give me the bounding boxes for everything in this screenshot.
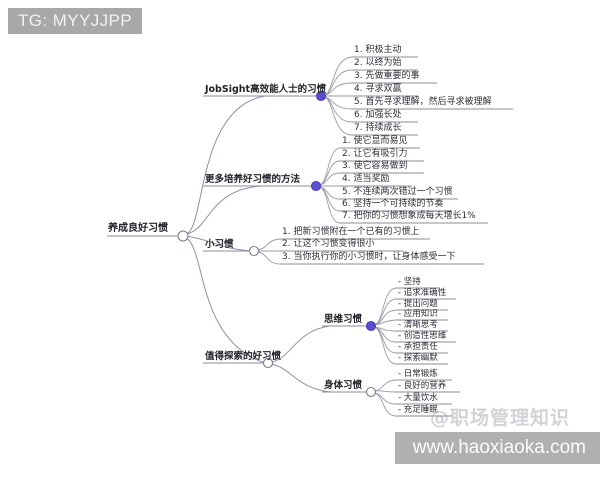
node-dot-thinking-habits[interactable] xyxy=(365,320,377,332)
node-dot-more-methods[interactable] xyxy=(310,180,322,192)
wire-tk-6 xyxy=(373,326,397,343)
wire-tk-5 xyxy=(373,326,397,332)
wire-mm-6 xyxy=(318,186,341,212)
wire-th-3 xyxy=(256,251,281,265)
wire-tk-8 xyxy=(373,326,397,365)
wire-bd-2 xyxy=(373,390,397,393)
leaf-more-methods-4[interactable]: 4. 适当奖励 xyxy=(342,174,390,184)
wire-mm-7 xyxy=(318,186,341,224)
leaf-thinking-7[interactable]: - 承担责任 xyxy=(398,342,438,352)
leaf-more-methods-5[interactable]: 5. 不连续两次错过一个习惯 xyxy=(342,187,453,197)
node-dot-root[interactable] xyxy=(177,230,189,242)
wire-sh-1 xyxy=(323,56,353,96)
wire-sh-6 xyxy=(323,96,353,123)
leaf-seven-habits-4[interactable]: 4. 寻求双赢 xyxy=(354,84,402,94)
leaf-tiny-habits-3[interactable]: 3. 当你执行你的小习惯时，让身体感受一下 xyxy=(282,252,456,262)
leaf-seven-habits-1[interactable]: 1. 积极主动 xyxy=(354,45,402,55)
leaf-seven-habits-6[interactable]: 6. 加强长处 xyxy=(354,110,402,120)
leaf-more-methods-3[interactable]: 3. 使它容易做到 xyxy=(342,161,408,171)
wire-tk-7 xyxy=(373,326,397,354)
leaf-more-methods-6[interactable]: 6. 坚持一个可持续的节奏 xyxy=(342,199,444,209)
wire-mm-5 xyxy=(318,186,341,200)
wire-we-to-body xyxy=(270,363,331,393)
node-dot-body-habits[interactable] xyxy=(365,386,377,398)
wire-root-to-more-methods xyxy=(185,185,262,235)
leaf-body-2[interactable]: - 良好的营养 xyxy=(398,381,447,391)
leaf-thinking-1[interactable]: - 坚持 xyxy=(398,277,421,287)
wire-mm-3 xyxy=(318,172,341,186)
leaf-seven-habits-2[interactable]: 2. 以终为始 xyxy=(354,58,402,68)
wire-tk-2 xyxy=(373,298,397,326)
branch-label-tiny-habits[interactable]: 小习惯 xyxy=(205,239,234,250)
site-url-banner: www.haoxiaoka.com xyxy=(394,432,600,464)
leaf-thinking-2[interactable]: - 追求准确性 xyxy=(398,288,447,298)
telegram-banner: TG: MYYJJPP xyxy=(8,8,142,34)
wire-root-to-seven-habits xyxy=(185,95,266,235)
wire-sh-7 xyxy=(323,96,353,136)
wire-tk-4 xyxy=(373,319,397,326)
leaf-more-methods-7[interactable]: 7. 把你的习惯想象成每天增长1% xyxy=(342,211,476,221)
chinese-watermark: @职场管理知识 xyxy=(430,407,571,429)
leaf-body-1[interactable]: - 日常锻炼 xyxy=(398,369,438,379)
subbranch-label-body-habits[interactable]: 身体习惯 xyxy=(324,380,363,391)
leaf-thinking-5[interactable]: - 清晰思考 xyxy=(398,320,438,330)
leaf-more-methods-2[interactable]: 2. 让它有吸引力 xyxy=(342,149,408,159)
wire-bd-4 xyxy=(373,392,397,417)
wire-bd-1 xyxy=(373,379,397,392)
branch-label-worth-exploring[interactable]: 值得探索的好习惯 xyxy=(205,351,282,362)
leaf-thinking-8[interactable]: - 探索幽默 xyxy=(398,353,438,363)
wire-sh-3 xyxy=(323,82,353,96)
leaf-body-4[interactable]: - 充足睡眠 xyxy=(398,405,438,415)
branch-label-more-methods[interactable]: 更多培养好习惯的方法 xyxy=(205,174,301,185)
leaf-more-methods-1[interactable]: 1. 使它显而易见 xyxy=(342,136,408,146)
wire-th-1 xyxy=(256,238,281,251)
leaf-tiny-habits-2[interactable]: 2. 让这个习惯变得很小 xyxy=(282,239,375,249)
wire-sh-5 xyxy=(323,96,353,110)
wire-mm-2 xyxy=(318,160,341,186)
wire-sh-2 xyxy=(323,69,353,96)
branch-label-seven-habits[interactable]: JobSight高效能人士的习惯 xyxy=(205,84,327,95)
node-dot-tiny-habits[interactable] xyxy=(248,245,260,257)
leaf-seven-habits-7[interactable]: 7. 持续成长 xyxy=(354,123,402,133)
wire-tk-3 xyxy=(373,309,397,326)
wire-bd-3 xyxy=(373,392,397,405)
mindmap-root-label[interactable]: 养成良好习惯 xyxy=(108,223,168,234)
wire-mm-1 xyxy=(318,147,341,186)
wire-root-to-worth-exploring xyxy=(185,237,266,364)
leaf-thinking-3[interactable]: - 提出问题 xyxy=(398,299,438,309)
leaf-tiny-habits-1[interactable]: 1. 把新习惯附在一个已有的习惯上 xyxy=(282,227,420,237)
leaf-thinking-4[interactable]: - 应用知识 xyxy=(398,309,438,319)
subbranch-label-thinking-habits[interactable]: 思维习惯 xyxy=(324,314,363,325)
leaf-body-3[interactable]: - 大量饮水 xyxy=(398,393,438,403)
leaf-seven-habits-3[interactable]: 3. 先做重要的事 xyxy=(354,71,420,81)
wire-tk-1 xyxy=(373,287,397,326)
leaf-seven-habits-5[interactable]: 5. 首先寻求理解，然后寻求被理解 xyxy=(354,97,492,107)
leaf-thinking-6[interactable]: - 创造性思维 xyxy=(398,331,447,341)
